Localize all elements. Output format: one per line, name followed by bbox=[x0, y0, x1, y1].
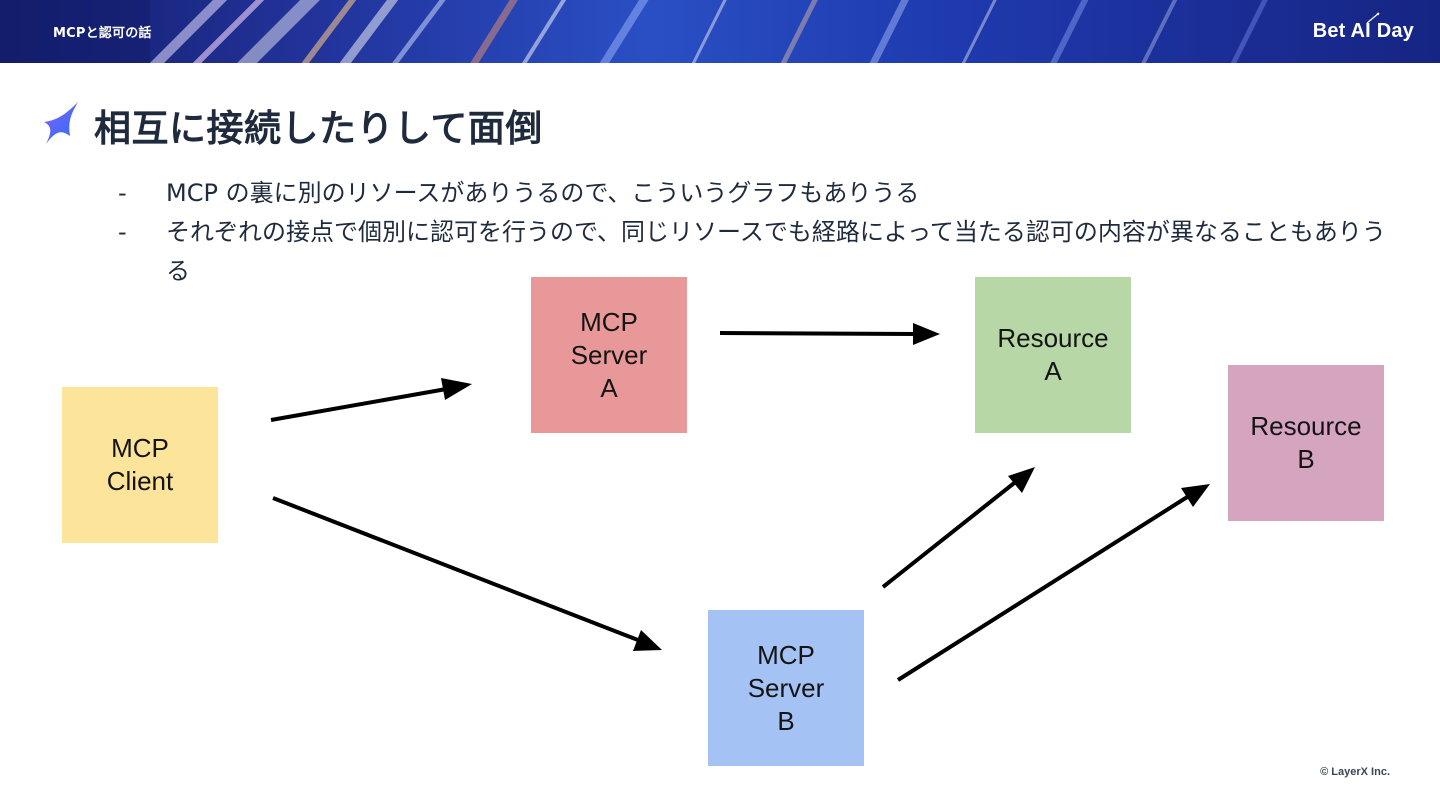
bullet-list: - MCP の裏に別のリソースがありうるので、こういうグラフもありうる - それ… bbox=[118, 174, 1388, 291]
node-mcp-server-a: MCP Server A bbox=[531, 277, 687, 433]
bullet-marker: - bbox=[118, 218, 127, 246]
bullet-text: それぞれの接点で個別に認可を行うので、同じリソースでも経路によって当たる認可の内… bbox=[166, 218, 1386, 285]
node-label: MCP Server B bbox=[747, 639, 825, 736]
arrow-server-b-to-resource-a bbox=[881, 478, 1020, 589]
bullet-marker: - bbox=[118, 179, 127, 207]
bullet-item: - それぞれの接点で個別に認可を行うので、同じリソースでも経路によって当たる認可… bbox=[118, 213, 1388, 291]
node-label: MCP Client bbox=[106, 433, 174, 496]
banner-background bbox=[0, 0, 1268, 63]
arrowhead bbox=[1181, 484, 1210, 507]
node-label: MCP Server A bbox=[570, 306, 648, 403]
copyright: © LayerX Inc. bbox=[1320, 766, 1390, 778]
deck-title: MCPと認可の話 bbox=[53, 26, 152, 41]
node-label: Resource B bbox=[1250, 411, 1362, 474]
node-label: Resource A bbox=[997, 323, 1109, 386]
node-mcp-server-b: MCP Server B bbox=[708, 610, 864, 766]
arrowhead bbox=[913, 323, 940, 345]
star-icon bbox=[44, 102, 78, 144]
arrow-client-to-server-a bbox=[270, 386, 453, 422]
bullet-item: - MCP の裏に別のリソースがありうるので、こういうグラフもありうる bbox=[118, 174, 1388, 213]
arrowhead bbox=[441, 378, 472, 400]
arrow-server-a-to-resource-a bbox=[719, 331, 919, 336]
node-mcp-client: MCP Client bbox=[62, 387, 218, 543]
sparkle-icon bbox=[1366, 12, 1380, 24]
node-resource-b: Resource B bbox=[1228, 365, 1384, 521]
node-resource-a: Resource A bbox=[975, 277, 1131, 433]
brand-logo: Bet AI Day bbox=[1312, 20, 1414, 42]
header-banner: MCPと認可の話 Bet AI Day bbox=[0, 0, 1440, 63]
slide-heading: 相互に接続したりして面倒 bbox=[94, 107, 543, 150]
arrow-server-b-to-resource-b bbox=[896, 492, 1194, 682]
arrow-client-to-server-b bbox=[272, 496, 644, 644]
arrowhead bbox=[633, 630, 662, 651]
arrowhead bbox=[1008, 467, 1035, 493]
bullet-text: MCP の裏に別のリソースがありうるので、こういうグラフもありうる bbox=[166, 179, 920, 207]
